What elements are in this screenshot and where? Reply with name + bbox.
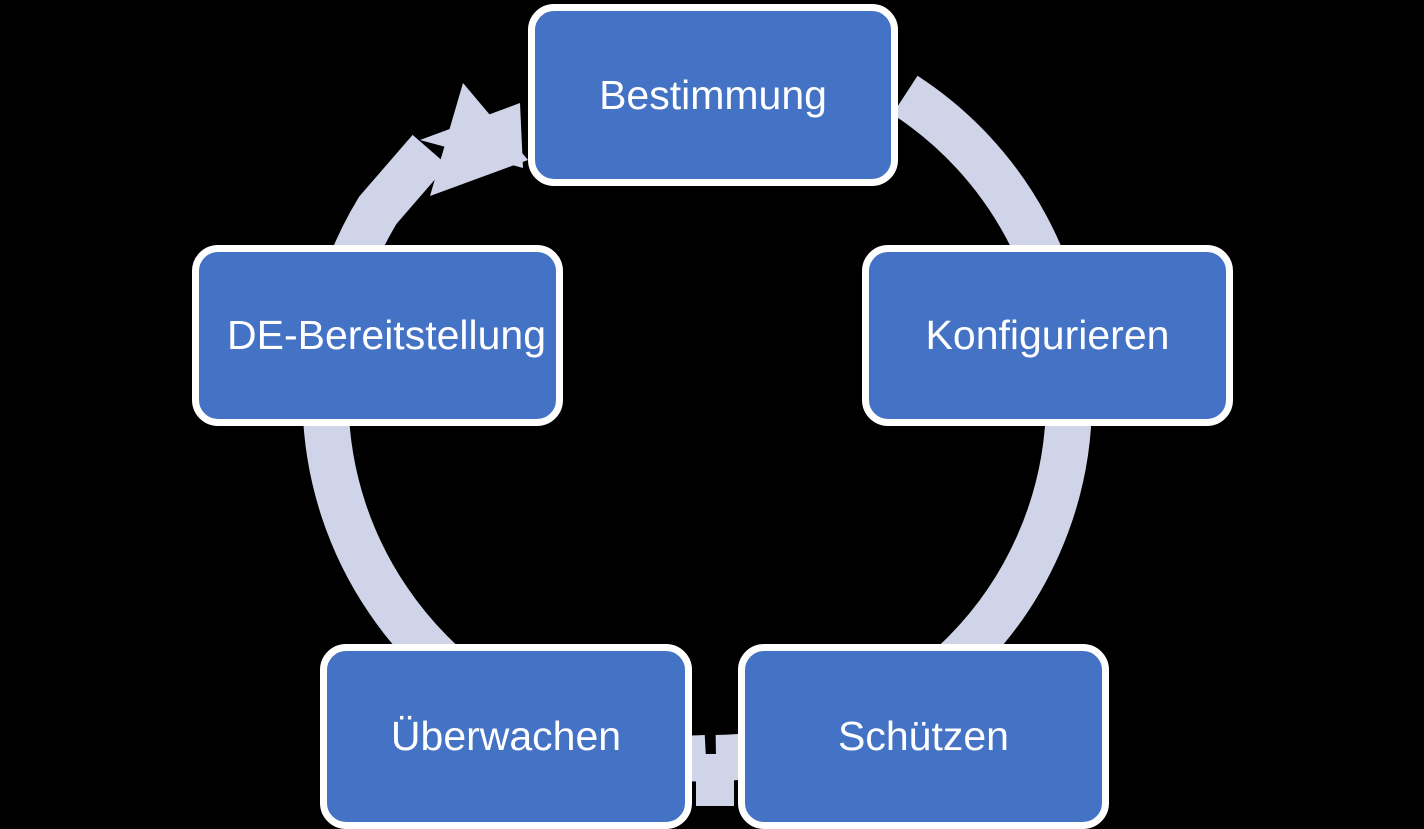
cycle-step-konfigurieren[interactable]: Konfigurieren: [862, 245, 1233, 426]
cycle-step-label: DE-Bereitstellung: [226, 312, 547, 358]
cycle-step-label: Überwachen: [390, 713, 622, 759]
cycle-step-de-bereitstellung[interactable]: DE-Bereitstellung: [192, 245, 563, 426]
cycle-step-ueberwachen[interactable]: Überwachen: [320, 644, 692, 829]
cycle-step-label: Schützen: [838, 713, 1009, 759]
ring-bottom-segment: [696, 754, 734, 806]
cycle-step-bestimmung[interactable]: Bestimmung: [528, 4, 898, 186]
cycle-step-label: Konfigurieren: [925, 312, 1170, 358]
cycle-step-label: Bestimmung: [599, 71, 827, 118]
ring-arrowhead-icon: [420, 83, 528, 196]
cycle-step-schuetzen[interactable]: Schützen: [738, 644, 1109, 829]
